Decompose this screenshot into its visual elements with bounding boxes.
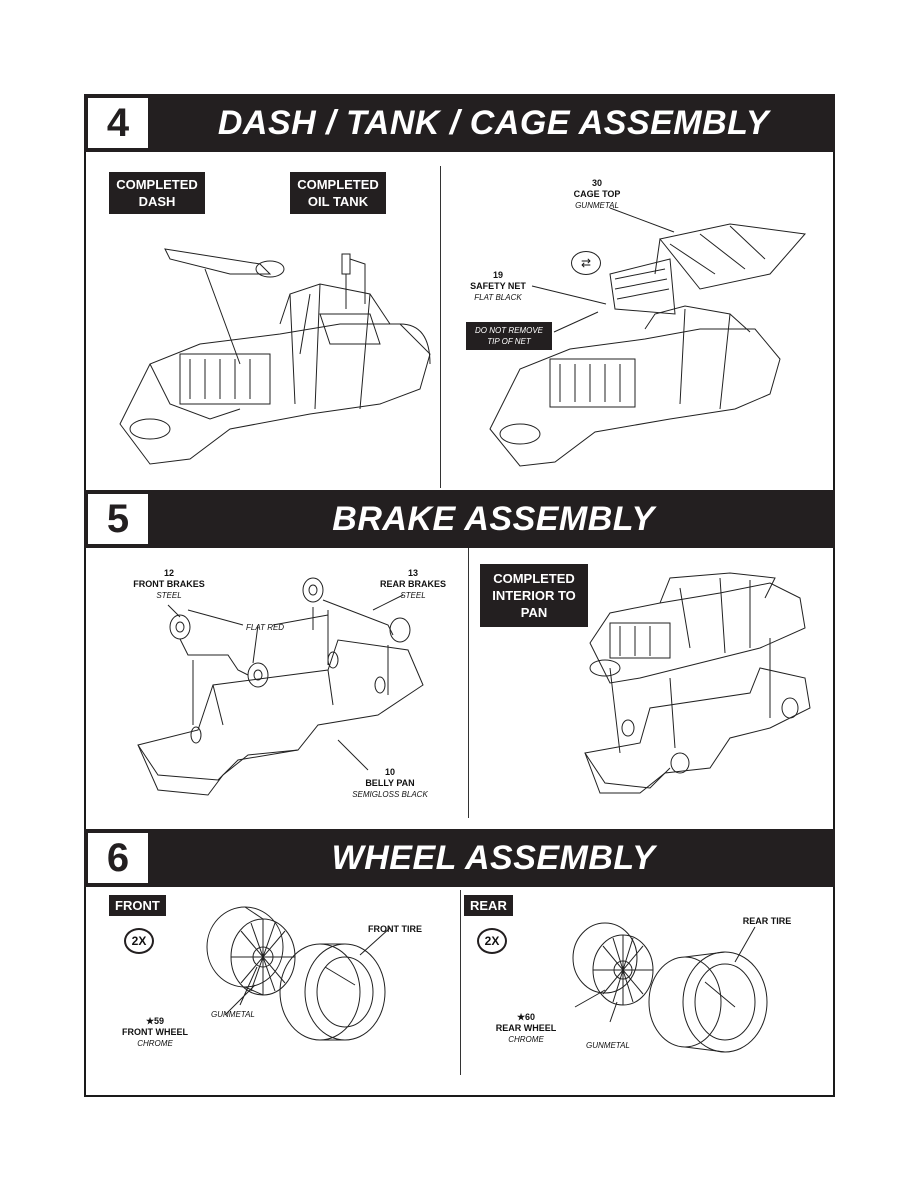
step-4-divider [440,166,441,488]
front-wheel-number: ★59 [145,1016,165,1026]
step-4-chassis-drawing-left [119,248,431,465]
completed-oil-tank-label: COMPLETED OIL TANK [290,172,386,214]
front-gunmetal-label: GUNMETAL [211,1010,255,1019]
cage-top-leader-line [609,207,675,233]
front-tire-label: FRONT TIRE [368,924,422,934]
brake-assembly-drawing [137,577,424,796]
front-wheel-drawing [206,906,391,1041]
rotate-icon: ⇄ [571,251,601,275]
note-line-1: DO NOT REMOVE [474,326,543,335]
step-6-title: WHEEL ASSEMBLY [331,838,656,877]
rear-brakes-callout: 13 REAR BRAKES STEEL [368,568,458,601]
step-5-divider [468,548,469,818]
rear-brakes-finish: STEEL [400,591,426,600]
cage-top-number: 30 [591,178,602,188]
safety-net-name: SAFETY NET [470,281,526,291]
safety-net-number: 19 [492,270,503,280]
note-leader-line [553,311,599,333]
rear-wheel-finish: CHROME [508,1035,544,1044]
front-quantity-badge: 2X [124,928,154,954]
cage-top-name: CAGE TOP [573,189,621,199]
step-4-header: 4 DASH / TANK / CAGE ASSEMBLY [84,94,835,152]
rear-quantity-badge: 2X [477,928,507,954]
completed-dash-line-2: DASH [138,194,176,209]
step-4-number: 4 [88,98,148,148]
front-wheel-callout: ★59 FRONT WHEEL CHROME [110,1016,200,1049]
safety-net-finish: FLAT BLACK [474,293,522,302]
cage-top-finish: GUNMETAL [575,201,619,210]
step-6-header: 6 WHEEL ASSEMBLY [84,829,835,887]
step-5-header: 5 BRAKE ASSEMBLY [84,490,835,548]
completed-dash-line-1: COMPLETED [116,177,198,192]
rear-brakes-number: 13 [407,568,418,578]
completed-interior-line-2: INTERIOR TO [492,588,576,603]
safety-net-leader-line [531,285,607,305]
step-5-title: BRAKE ASSEMBLY [332,499,655,538]
belly-pan-number: 10 [384,767,395,777]
front-brakes-number: 12 [163,568,174,578]
step-4-title: DASH / TANK / CAGE ASSEMBLY [217,103,770,142]
front-wheel-finish: CHROME [137,1039,173,1048]
completed-dash-label: COMPLETED DASH [109,172,205,214]
do-not-remove-note: DO NOT REMOVE TIP OF NET [466,322,552,350]
completed-interior-line-1: COMPLETED [493,571,575,586]
safety-net-callout: 19 SAFETY NET FLAT BLACK [458,270,538,303]
completed-interior-label: COMPLETED INTERIOR TO PAN [480,564,588,627]
completed-interior-line-3: PAN [520,605,548,620]
belly-pan-callout: 10 BELLY PAN SEMIGLOSS BLACK [340,767,440,800]
step-6-divider [460,890,461,1075]
rear-wheel-callout: ★60 REAR WHEEL CHROME [486,1012,566,1045]
completed-interior-drawing [584,572,811,794]
step-4-chassis-drawing-right [489,223,806,467]
flat-red-label: FLAT RED [246,623,285,632]
completed-oil-tank-line-1: COMPLETED [297,177,379,192]
rear-wheel-number: ★60 [516,1012,536,1022]
rear-tag: REAR [464,895,513,916]
rear-wheel-drawing [572,922,768,1053]
front-tag: FRONT [109,895,166,916]
rear-wheel-name: REAR WHEEL [495,1023,557,1033]
rear-gunmetal-label: GUNMETAL [586,1041,630,1050]
cage-top-callout: 30 CAGE TOP GUNMETAL [552,178,642,211]
front-brakes-callout: 12 FRONT BRAKES STEEL [124,568,214,601]
completed-oil-tank-line-2: OIL TANK [307,194,369,209]
step-6-number: 6 [88,833,148,883]
note-line-2: TIP OF NET [487,337,531,346]
belly-pan-name: BELLY PAN [365,778,415,788]
rear-brakes-name: REAR BRAKES [379,579,446,589]
front-brakes-finish: STEEL [156,591,182,600]
rear-tire-label: REAR TIRE [742,916,792,926]
front-brakes-name: FRONT BRAKES [133,579,205,589]
step-5-number: 5 [88,494,148,544]
front-wheel-name: FRONT WHEEL [122,1027,188,1037]
belly-pan-finish: SEMIGLOSS BLACK [352,790,428,799]
